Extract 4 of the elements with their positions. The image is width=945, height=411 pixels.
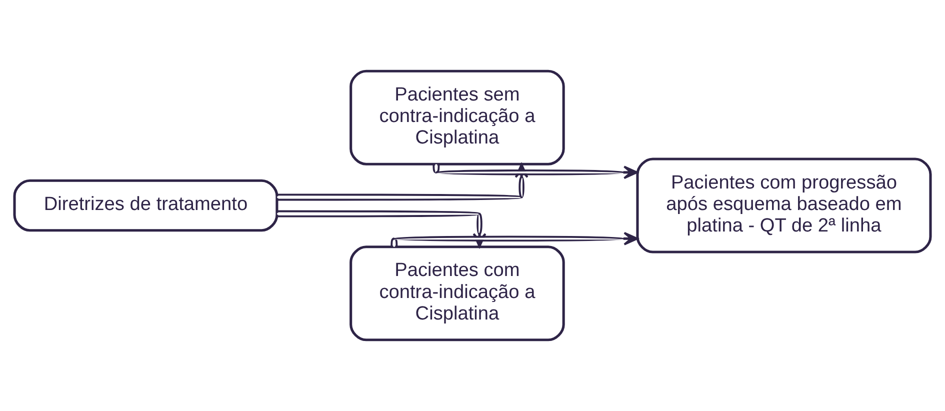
node-box: Pacientes com contra-indicação a Cisplatina	[350, 246, 565, 342]
node-box: Pacientes com progressão após esquema baseado em platina - QT de 2ª linha	[636, 158, 932, 254]
node-box: Diretrizes de tratamento	[13, 179, 278, 232]
node-box: Pacientes sem contra-indicação a Cisplatina	[350, 70, 565, 166]
